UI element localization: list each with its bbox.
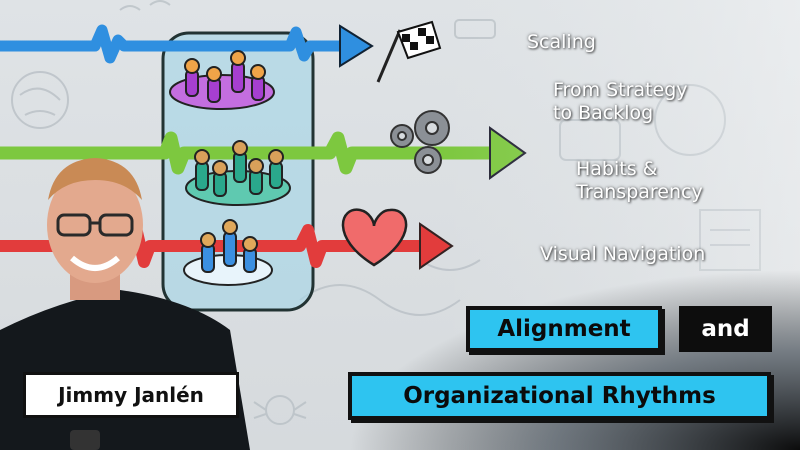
presenter-name-box: Jimmy Janlén xyxy=(23,372,239,418)
title-alignment: Alignment xyxy=(497,316,631,342)
topic-scaling: Scaling xyxy=(527,31,596,53)
title-organizational-box: Organizational Rhythms xyxy=(348,372,771,420)
title-and-box: and xyxy=(679,306,772,352)
title-and: and xyxy=(701,316,750,342)
title-organizational-rhythms: Organizational Rhythms xyxy=(403,383,716,409)
topic-habits-transparency: Habits & Transparency xyxy=(576,158,703,203)
title-alignment-box: Alignment xyxy=(466,306,662,352)
presenter-name: Jimmy Janlén xyxy=(58,383,204,407)
topic-strategy-to-backlog: From Strategy to Backlog xyxy=(553,79,688,124)
topic-visual-navigation: Visual Navigation xyxy=(540,243,706,265)
